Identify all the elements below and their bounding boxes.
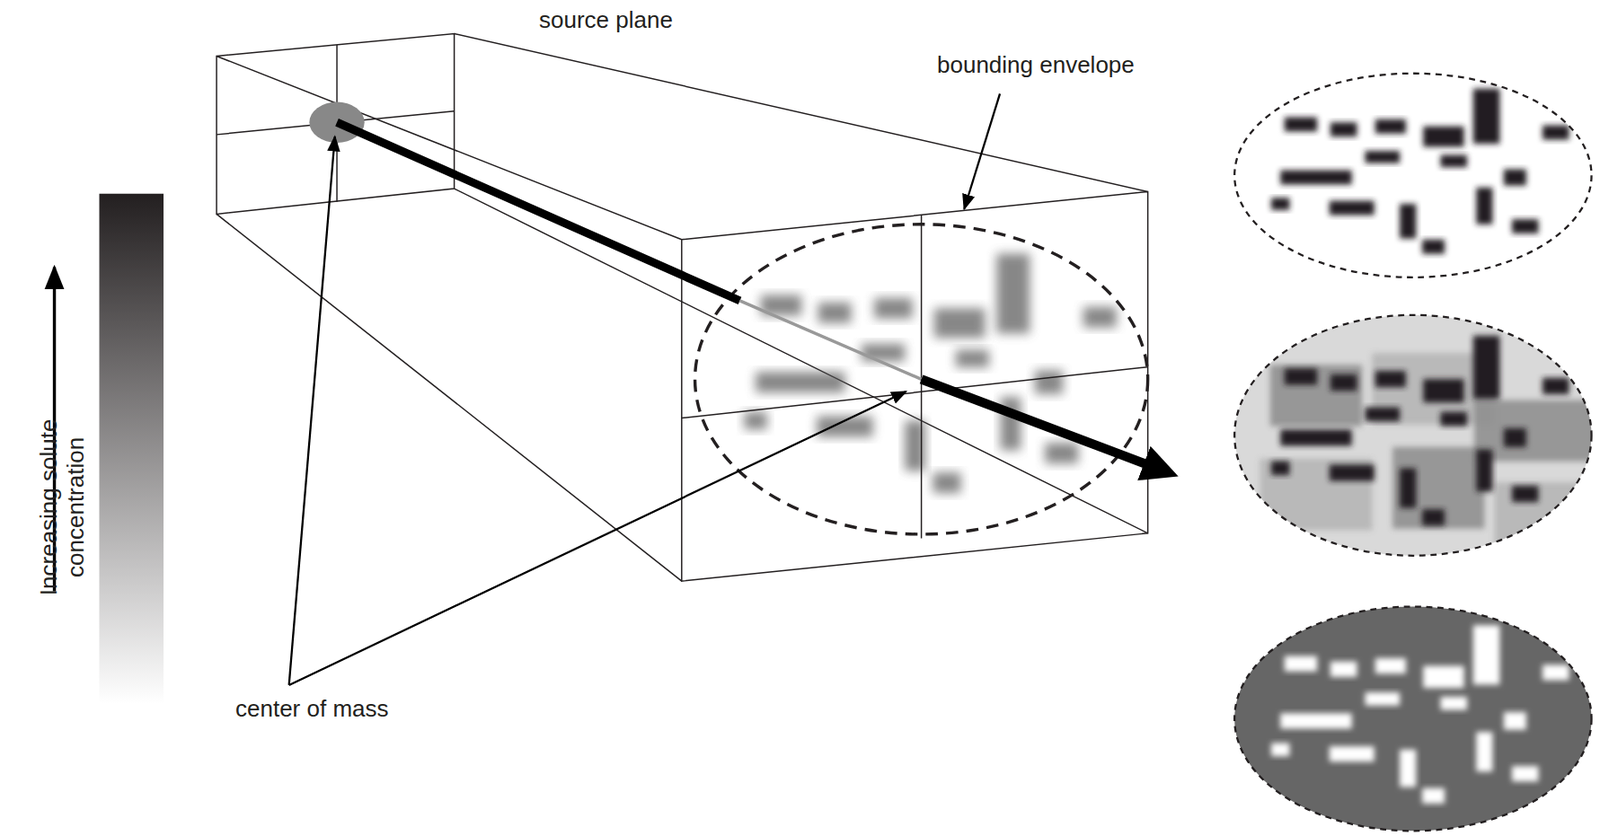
solute-blob [1473,625,1501,685]
solute-blob [743,412,768,431]
solute-blob [1329,746,1375,762]
solute-blob [1375,371,1406,388]
solute-blob [1422,788,1445,805]
solute-blob [1511,766,1539,782]
solute-blob [1375,658,1406,674]
callout-label: source plane [539,7,673,35]
solute-blob [1399,203,1416,239]
solute-blob [861,344,905,363]
solute-blob [1270,364,1362,426]
solute-blob [1280,713,1352,729]
solute-blob [1271,742,1290,757]
solute-blob [1494,482,1598,554]
solute-blob [955,349,990,368]
solute-blob [1422,509,1445,526]
solute-blob [1423,666,1464,690]
solute-blob [1083,307,1117,328]
solute-blob [816,416,873,438]
solute-blob [1364,406,1400,422]
solute-blob [1364,692,1400,707]
solute-blob [1542,378,1570,395]
solute-blob [1375,119,1406,134]
solute-blob [904,420,926,471]
solute-blob [1423,126,1464,148]
solute-blob [1329,464,1375,481]
axis-label: Increasing solute concentration [35,399,90,616]
solute-blob [1503,712,1527,731]
solute-blob [1284,117,1318,133]
solute-blob [1271,197,1290,211]
solute-blob [1542,125,1570,141]
solute-blob [1034,370,1063,394]
solute-blob [1284,368,1318,385]
solute-blob [1476,187,1493,225]
solute-blob [1440,697,1468,711]
solute-blob [1476,732,1493,772]
solute-blob [1392,447,1485,530]
callout-label: bounding envelope [937,52,1135,80]
solute-blob [1422,239,1445,255]
solute-blob [1364,150,1400,164]
solute-blob [1284,656,1318,672]
solute-blob [932,472,961,494]
solute-blob [755,371,845,393]
solute-blob [934,308,986,338]
solute-blob [1423,379,1464,403]
solute-blob [1511,219,1539,234]
solute-blob [1280,170,1352,186]
solute-blob [1440,412,1468,427]
solute-blob [1473,335,1501,400]
solute-blob [874,298,913,319]
solute-blob [996,253,1030,334]
solute-blob [1476,449,1493,492]
callout-label: center of mass [235,696,389,724]
solute-blob [1503,428,1527,448]
solute-blob [1511,486,1539,503]
solute-blob [1399,468,1416,508]
solute-blob [1503,168,1527,186]
solute-blob [1271,461,1290,477]
solute-blob [1473,88,1501,144]
solute-blob [1044,442,1079,464]
solute-blob [1330,662,1358,678]
solute-blob [1399,750,1416,788]
solute-blob [1330,122,1358,137]
solute-blob [818,302,852,324]
solute-blob [1330,374,1358,391]
solute-blob [1329,201,1375,216]
solute-blob [1440,155,1468,168]
solute-blob [1542,664,1570,681]
solute-blob [1280,429,1352,446]
solute-blob [1000,397,1022,451]
